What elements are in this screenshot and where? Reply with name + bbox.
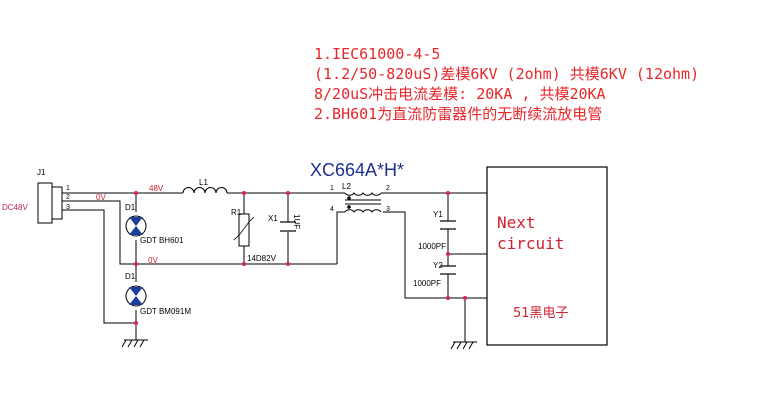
- y2-part: 1000PF: [413, 279, 442, 288]
- y1-ref: Y1: [433, 210, 443, 219]
- next-circuit-line-2: circuit: [497, 234, 565, 253]
- net-label-0v-top: 0V: [96, 193, 106, 202]
- part-title: XC664A*H*: [310, 160, 405, 180]
- l2-pin-3: 3: [386, 206, 390, 213]
- note-line-2: (1.2/50-820uS)差模6KV (2ohm) 共模6KV (12ohm): [314, 65, 700, 83]
- note-line-4: 2.BH601为直流防雷器件的无断续流放电管: [314, 105, 603, 123]
- net-label-0v-mid: 0V: [148, 256, 158, 265]
- choke-l2-symbol: [337, 192, 383, 213]
- connector-pin-2: 2: [66, 194, 70, 201]
- r1-part: 14D82V: [247, 254, 276, 263]
- r1-ref: R1: [231, 208, 242, 217]
- l2-pin-4: 4: [330, 206, 334, 213]
- y1-part: 1000PF: [418, 242, 447, 251]
- inductor-l1-symbol: [182, 187, 228, 194]
- notes-block: 1.IEC61000-4-5 (1.2/50-820uS)差模6KV (2ohm)…: [314, 44, 699, 124]
- connector-ref: J1: [37, 168, 46, 177]
- net-label-48v: 48V: [149, 184, 164, 193]
- capacitor-y1-symbol: [440, 220, 456, 230]
- gdt-lower-symbol: [125, 285, 147, 307]
- l1-ref: L1: [199, 178, 208, 187]
- capacitor-y2-symbol: [440, 265, 456, 275]
- l2-pin-1: 1: [330, 185, 334, 192]
- l2-ref: L2: [342, 182, 351, 191]
- note-line-3: 8/20uS冲击电流差模: 20KA , 共模20KA: [314, 85, 606, 103]
- connector-j1: [37, 182, 63, 224]
- d1-upper-part: GDT BH601: [140, 236, 184, 245]
- connector-pin-1: 1: [66, 185, 70, 192]
- l2-pin-2: 2: [386, 185, 390, 192]
- y2-ref: Y2: [433, 261, 443, 270]
- x1-part: 1UF: [292, 214, 301, 230]
- gdt-upper-symbol: [125, 215, 147, 237]
- connector-pin-3: 3: [66, 204, 70, 211]
- ground-left-icon: [121, 339, 148, 348]
- capacitor-x1-symbol: [280, 221, 296, 232]
- d1-lower-ref: D1: [125, 272, 136, 281]
- connector-label: DC48V: [2, 203, 28, 212]
- brand-label: 51黑电子: [513, 306, 569, 321]
- next-circuit-block: [486, 166, 608, 346]
- junction-nodes: [134, 191, 467, 325]
- next-circuit-line-1: Next: [497, 213, 536, 232]
- d1-lower-part: GDT BM091M: [140, 307, 191, 316]
- note-line-1: 1.IEC61000-4-5: [314, 45, 441, 63]
- d1-upper-ref: D1: [125, 203, 136, 212]
- varistor-r1-symbol: [233, 213, 255, 247]
- next-circuit-label: Next circuit: [497, 212, 564, 254]
- x1-ref: X1: [268, 214, 278, 223]
- ground-right-icon: [450, 341, 477, 350]
